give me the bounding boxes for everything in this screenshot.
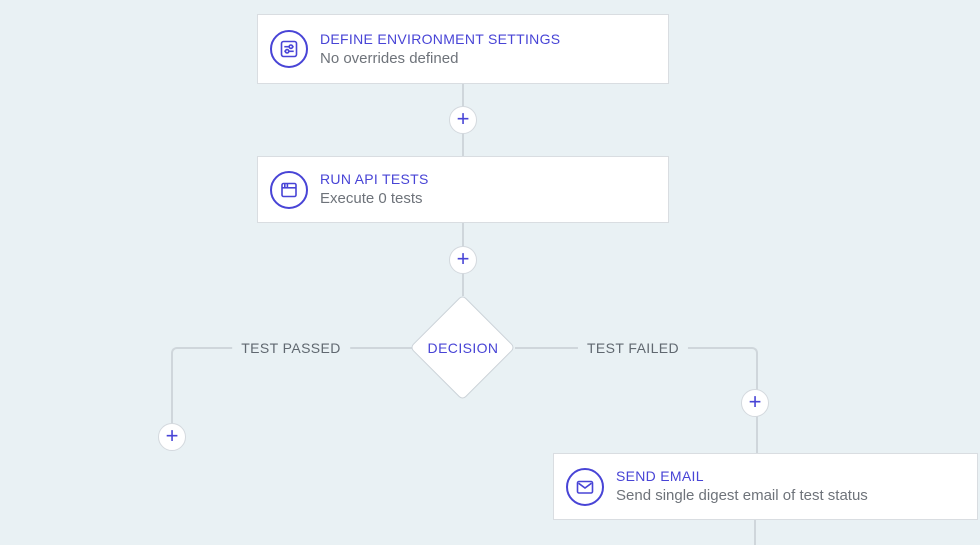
step-subtitle: Execute 0 tests xyxy=(320,190,423,207)
step-card-run-api-tests[interactable]: RUN API TESTS Execute 0 tests xyxy=(257,156,669,223)
step-subtitle: Send single digest email of test status xyxy=(616,487,868,504)
plus-icon: + xyxy=(165,423,179,448)
step-card-environment-settings[interactable]: DEFINE ENVIRONMENT SETTINGS No overrides… xyxy=(257,14,669,84)
add-step-button[interactable]: + xyxy=(741,389,769,417)
connector-branch-passed xyxy=(171,347,413,426)
branch-label-test-passed: TEST PASSED xyxy=(232,338,350,358)
decision-node[interactable] xyxy=(409,294,516,401)
connector-email-down xyxy=(754,520,756,545)
add-step-button[interactable]: + xyxy=(158,423,186,451)
connector-branch-failed xyxy=(515,347,758,455)
add-step-button[interactable]: + xyxy=(449,246,477,274)
plus-icon: + xyxy=(748,389,762,414)
branch-label-test-failed: TEST FAILED xyxy=(577,338,689,358)
step-title: RUN API TESTS xyxy=(320,171,429,187)
step-title: SEND EMAIL xyxy=(616,468,704,484)
step-card-send-email[interactable]: SEND EMAIL Send single digest email of t… xyxy=(553,453,978,520)
sliders-icon xyxy=(270,30,308,68)
plus-icon: + xyxy=(456,106,470,131)
plus-icon: + xyxy=(456,246,470,271)
envelope-icon xyxy=(566,467,604,506)
window-icon xyxy=(270,170,308,209)
add-step-button[interactable]: + xyxy=(449,106,477,134)
step-title: DEFINE ENVIRONMENT SETTINGS xyxy=(320,30,561,47)
step-subtitle: No overrides defined xyxy=(320,49,459,67)
